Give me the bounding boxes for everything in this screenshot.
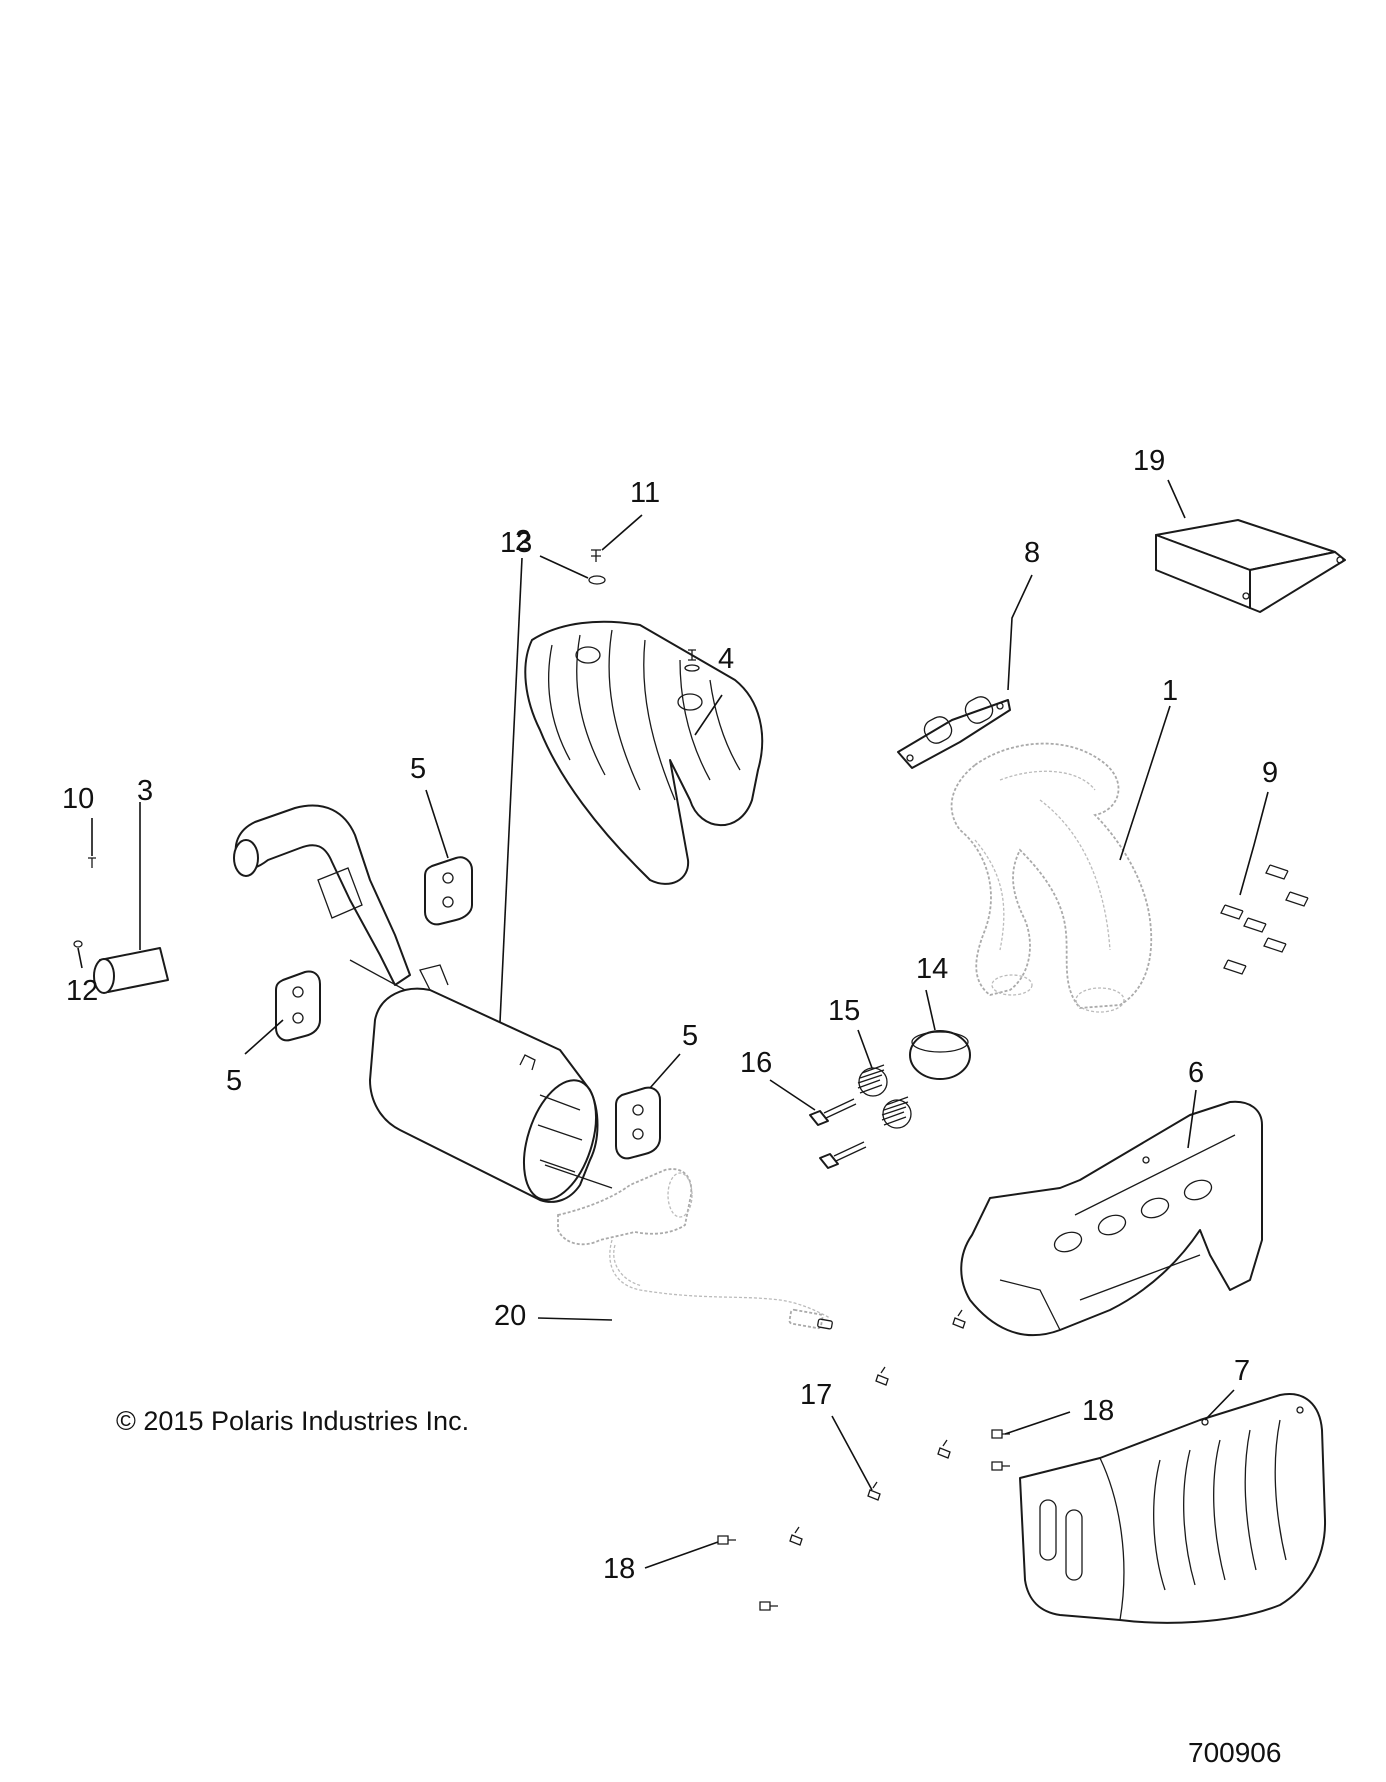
callout-15: 15 bbox=[828, 995, 860, 1027]
callout-3: 3 bbox=[137, 775, 153, 807]
callout-9: 9 bbox=[1262, 757, 1278, 789]
part-4-muffler-heat-shield[interactable] bbox=[524, 620, 764, 885]
document-number: 700906 bbox=[1188, 1737, 1281, 1768]
shield-screw-small[interactable] bbox=[684, 649, 700, 672]
callout-11: 11 bbox=[630, 477, 660, 509]
part-5-isolator-top[interactable] bbox=[424, 856, 473, 926]
part-11-shield-screw[interactable] bbox=[591, 549, 601, 562]
part-16-spring-bolts[interactable] bbox=[809, 1098, 867, 1169]
callout-5-left: 5 bbox=[226, 1065, 242, 1097]
callout-4: 4 bbox=[718, 643, 734, 675]
part-14-exhaust-seal[interactable] bbox=[909, 1030, 971, 1080]
part-5-isolator-right[interactable] bbox=[615, 1086, 661, 1160]
part-3-tailpipe-tip[interactable] bbox=[93, 947, 169, 994]
part-5-isolator-left[interactable] bbox=[275, 970, 321, 1042]
callout-7: 7 bbox=[1234, 1355, 1250, 1387]
copyright-text: © 2015 Polaris Industries Inc. bbox=[116, 1406, 469, 1436]
callout-19: 19 bbox=[1133, 445, 1165, 477]
callout-18-right: 18 bbox=[1082, 1395, 1114, 1427]
callout-8: 8 bbox=[1024, 537, 1040, 569]
leader-lines bbox=[77, 479, 1269, 1569]
callout-14: 14 bbox=[916, 953, 948, 985]
callout-17: 17 bbox=[800, 1379, 832, 1411]
callout-6: 6 bbox=[1188, 1057, 1204, 1089]
callout-1: 1 bbox=[1162, 675, 1178, 707]
part-12-tip-washer[interactable] bbox=[73, 940, 83, 948]
part-10-tip-screw[interactable] bbox=[88, 857, 96, 868]
part-8-exhaust-gasket[interactable] bbox=[897, 693, 1011, 769]
part-7-rear-heat-shield[interactable] bbox=[1019, 1393, 1327, 1624]
callout-2: 2 bbox=[515, 525, 531, 557]
part-6-lower-heat-shield[interactable] bbox=[960, 1100, 1263, 1337]
part-2-muffler[interactable] bbox=[233, 804, 693, 1246]
callout-5-top: 5 bbox=[410, 753, 426, 785]
part-18-push-rivets[interactable] bbox=[717, 1429, 1010, 1611]
callout-20: 20 bbox=[494, 1300, 526, 1332]
callout-18-left: 18 bbox=[603, 1553, 635, 1585]
callout-10: 10 bbox=[62, 783, 94, 815]
callout-13: 13 bbox=[500, 527, 532, 559]
callout-12: 12 bbox=[66, 975, 98, 1007]
part-19-bracket-shield[interactable] bbox=[1155, 519, 1346, 613]
part-20-o2-sensor[interactable] bbox=[609, 1239, 833, 1330]
part-9-manifold-bolts[interactable] bbox=[1220, 864, 1309, 975]
part-15-springs[interactable] bbox=[857, 1064, 912, 1129]
callout-5-right: 5 bbox=[682, 1020, 698, 1052]
part-17-shield-fasteners[interactable] bbox=[789, 1309, 966, 1546]
part-1-exhaust-manifold[interactable] bbox=[950, 742, 1153, 1013]
callout-16: 16 bbox=[740, 1047, 772, 1079]
part-13-shield-washer[interactable] bbox=[588, 575, 606, 585]
callout-labels: 19 8 1 9 11 13 4 5 10 3 12 2 5 5 14 15 1… bbox=[62, 445, 1278, 1585]
